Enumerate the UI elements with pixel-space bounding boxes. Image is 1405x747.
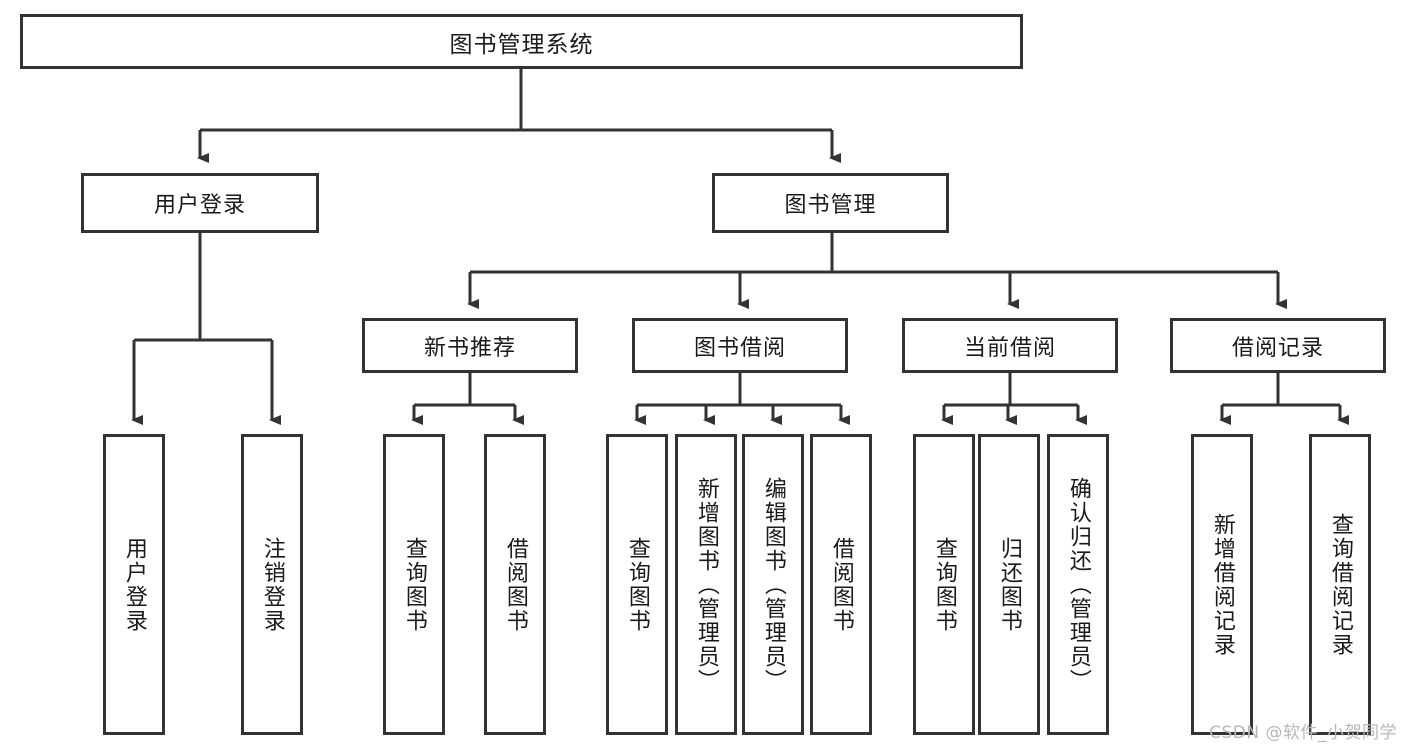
leaf-borrow-book[interactable]: 借阅图书 <box>810 434 872 735</box>
node-current-borrow[interactable]: 当前借阅 <box>902 318 1118 373</box>
node-label: 查询图书 <box>931 536 957 633</box>
connector-bookborrow-to-leaves <box>634 373 850 425</box>
node-label: 借阅图书 <box>502 536 528 633</box>
node-label: 查询图书 <box>624 536 650 633</box>
node-book-management[interactable]: 图书管理 <box>712 173 949 233</box>
node-book-borrow[interactable]: 图书借阅 <box>632 318 848 373</box>
leaf-query-borrow-record[interactable]: 查询借阅记录 <box>1309 434 1371 735</box>
node-label: 查询图书 <box>401 536 427 633</box>
leaf-edit-book-admin[interactable]: 编辑图书（管理员） <box>742 434 804 735</box>
connector-currentborrow-to-leaves <box>941 373 1087 425</box>
node-label: 注销登录 <box>259 536 285 633</box>
leaf-add-borrow-record[interactable]: 新增借阅记录 <box>1191 434 1253 735</box>
leaf-add-book-admin[interactable]: 新增图书（管理员） <box>675 434 737 735</box>
connector-root-to-level1 <box>197 69 841 163</box>
connector-bookmgmt-to-level2 <box>467 233 1287 309</box>
node-label: 用户登录 <box>153 193 246 218</box>
node-label: 查询借阅记录 <box>1327 512 1353 657</box>
leaf-query-book-current[interactable]: 查询图书 <box>913 434 975 735</box>
node-label: 新增图书（管理员） <box>693 476 719 693</box>
leaf-confirm-return-admin[interactable]: 确认归还（管理员） <box>1047 434 1109 735</box>
connector-borrowrecord-to-leaves <box>1219 373 1349 425</box>
connector-newbook-to-leaves <box>411 373 524 425</box>
leaf-query-book-borrow[interactable]: 查询图书 <box>606 434 668 735</box>
node-label: 借阅图书 <box>828 536 854 633</box>
node-label: 借阅记录 <box>1231 335 1324 361</box>
node-label: 确认归还（管理员） <box>1065 476 1091 693</box>
node-label: 归还图书 <box>996 536 1022 633</box>
leaf-return-book[interactable]: 归还图书 <box>978 434 1040 735</box>
node-label: 当前借阅 <box>963 335 1056 361</box>
node-new-book-recommend[interactable]: 新书推荐 <box>362 318 578 373</box>
node-label: 图书借阅 <box>693 335 786 361</box>
leaf-logout[interactable]: 注销登录 <box>241 434 303 735</box>
node-root-book-management-system[interactable]: 图书管理系统 <box>20 14 1023 69</box>
node-user-login[interactable]: 用户登录 <box>81 173 319 233</box>
node-label: 图书管理系统 <box>449 31 594 58</box>
leaf-borrow-book-newrec[interactable]: 借阅图书 <box>484 434 546 735</box>
connector-userlogin-to-leaves <box>131 233 281 425</box>
node-label: 编辑图书（管理员） <box>760 476 786 693</box>
leaf-query-book-newrec[interactable]: 查询图书 <box>383 434 445 735</box>
node-label: 用户登录 <box>121 536 147 633</box>
node-label: 新增借阅记录 <box>1209 512 1235 657</box>
leaf-user-login[interactable]: 用户登录 <box>103 434 165 735</box>
node-borrow-record[interactable]: 借阅记录 <box>1170 318 1386 373</box>
node-label: 新书推荐 <box>423 335 516 361</box>
node-label: 图书管理 <box>784 193 877 218</box>
csdn-watermark: CSDN @软件_小贺同学 <box>1209 723 1397 743</box>
